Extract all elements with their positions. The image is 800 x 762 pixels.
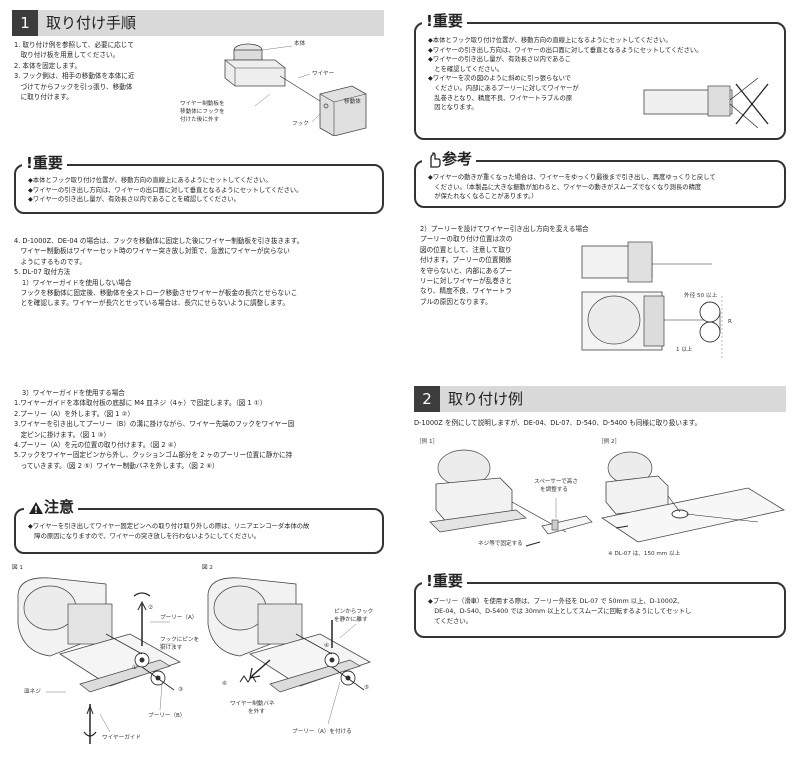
fig1-wire-guide: ワイヤーガイド	[102, 735, 141, 741]
pulley-position-diagram: 外径 50 以上 1 以上 R	[572, 236, 786, 360]
spacer-label: スペーサーで高さ	[534, 479, 578, 485]
marker-4: ④	[324, 643, 330, 649]
pulley-note: 2）プーリーを設けてワイヤー引き出し方向を変える場合 プーリーの取り付け位置は次…	[420, 225, 589, 306]
dim-min-gap: 1 以上	[676, 347, 693, 353]
mounting-diagram: 本体 ワイヤー 移動体 フック	[180, 36, 380, 136]
brake-label: ワイヤー制動板を 移動体にフックを 付けた後に外す	[180, 101, 225, 123]
notice-item: ください。内部にあるプーリーに対してワイヤーが	[428, 84, 579, 92]
fig2-pulley-a: プーリー（A）を付ける	[292, 729, 352, 735]
exclamation-icon: !	[26, 154, 33, 172]
notice-item: ◆ワイヤーの引き出し方向は、ワイヤーの出口面に対して垂直となるようにセットしてく…	[428, 46, 703, 54]
fig1-pulley-a: プーリー（A）	[160, 615, 198, 621]
notice-item: とを確認してください。	[428, 65, 504, 73]
notice-caution: 注意 ◆ワイヤーを引き出してワイヤー固定ピンへの取り付け取り外しの際は、リニアエ…	[14, 497, 384, 554]
notice-item: ◆本体とフック取り付け位置が、移動方向の直線上になるようにセットしてください。	[428, 37, 672, 44]
notice-item: ◆ワイヤーの引き出し方向は、ワイヤーの出口面に対して垂直となるようにセットしてく…	[28, 186, 303, 194]
example-1-label: ［例 1］	[416, 439, 439, 445]
notice-important-left: !重要 ◆本体とフック取り付け位置が、移動方向の直線上にあるようにセットしてくだ…	[14, 153, 384, 214]
label-wire: ワイヤー	[312, 71, 335, 77]
notice-item: ◆ワイヤーの引き出し量が、有効長さ以内であるこ	[428, 56, 571, 64]
step-line: 2. 本体を固定します。	[14, 61, 82, 70]
step-line: 1. 取り付け例を参照して、必要に応じて	[14, 41, 134, 49]
example-2: ［例 2］ ※ DL-07 は、150 mm 以上	[598, 438, 788, 562]
marker-5: ⑤	[364, 685, 370, 691]
warning-triangle-icon	[28, 501, 44, 515]
marker-1: ①	[132, 665, 138, 671]
step-5-guide: 3）ワイヤーガイドを使用する場合 1.ワイヤーガイドを本体取付板の底部に M4 …	[14, 389, 295, 470]
figure-1-label: 図 1	[12, 565, 23, 571]
pointing-hand-icon	[426, 151, 442, 168]
section-1-title: 取り付け手順	[46, 14, 137, 32]
notice-reference: 参考 ◆ワイヤーの動きが重くなった場合は、ワイヤーをゆっくり最後まで引き出し、再…	[414, 149, 786, 208]
figure-2: 図 2 ピンからフック を静かに離す ワイヤー制動バネ を外す プーリー（A）を…	[202, 565, 374, 735]
label-hook: フック	[292, 121, 309, 127]
label-moving-body: 移動体	[344, 99, 361, 105]
notice-heading: !重要	[422, 571, 467, 591]
fig2-brake-spring: ワイヤー制動バネ	[230, 701, 275, 707]
step-5-sub1: 1）ワイヤーガイドを使用しない場合	[22, 278, 132, 287]
figure-1: 図 1 プーリー（A） フックにピンを 掛けます プーリー（B） 皿	[12, 565, 200, 744]
caution-heading: 注意	[24, 497, 79, 517]
step-line: 3. フック側は、相手の移動体を本体に近	[14, 72, 135, 81]
marker-3: ③	[178, 687, 184, 693]
example-2-label: ［例 2］	[598, 439, 621, 445]
section-2-title: 取り付け例	[448, 390, 524, 408]
section-2-number: 2	[414, 386, 440, 412]
notice-heading: !重要	[422, 11, 467, 31]
section-2-intro: D-1000Z を例にして説明しますが、DE-04、DL-07、D-540、D-…	[414, 419, 702, 427]
example-1: ［例 1］ スペーサーで高さ を調整する ネジ等で固定する	[416, 438, 596, 562]
step-5-sub3: 3）ワイヤーガイドを使用する場合	[22, 389, 125, 397]
step-line: 取り付け板を用意してください。	[14, 51, 120, 60]
step-line: に取り付けます。	[14, 93, 73, 102]
figure-2-label: 図 2	[202, 565, 213, 571]
section-1-header: 1 取り付け手順	[12, 10, 384, 36]
section-1-number: 1	[12, 10, 38, 36]
step-line: づけてからフックを引っ張り、移動体	[14, 82, 133, 91]
notice-item: 因となります。	[428, 104, 478, 112]
notice-important-bottom: !重要 ◆プーリー（滑車）を使用する際は、プーリー外径を DL-07 で 50m…	[414, 571, 786, 638]
fig2-pin-hook: ピンからフック	[334, 609, 374, 615]
marker-6: ⑥	[222, 681, 228, 687]
fig1-screw: 皿ネジ	[24, 689, 41, 695]
notice-important-right: !重要 ◆本体とフック取り付け位置が、移動方向の直線上になるようにセットしてくだ…	[414, 11, 786, 140]
fig1-hook-pin: フックにピンを	[160, 637, 200, 643]
notice-item: ◆ワイヤーを次の図のように斜めに引っ張らないで	[428, 75, 571, 83]
exclamation-icon: !	[426, 572, 433, 590]
step-5-title: 5. DL-07 取付方法	[14, 268, 71, 277]
notice-heading: !重要	[22, 153, 67, 173]
marker-2: ②	[148, 605, 154, 611]
label-body: 本体	[294, 41, 306, 47]
notice-item: ◆ワイヤーの引き出し量が、有効長さ以内であることを確認してください。	[28, 196, 240, 204]
notice-item: ◆本体とフック取り付け位置が、移動方向の直線上にあるようにセットしてください。	[28, 177, 272, 184]
dim-r: R	[728, 319, 732, 325]
dl07-note: ※ DL-07 は、150 mm 以上	[608, 551, 681, 557]
reference-heading: 参考	[422, 149, 477, 169]
pulley-note-title: 2）プーリーを設けてワイヤー引き出し方向を変える場合	[420, 225, 589, 233]
dim-outer-diameter: 外径 50 以上	[684, 293, 718, 299]
fig1-pulley-b: プーリー（B）	[148, 713, 186, 719]
section-2-header: 2 取り付け例	[414, 386, 786, 412]
diagonal-pull-diagram	[638, 74, 778, 134]
exclamation-icon: !	[426, 12, 433, 30]
step-4: 4. D-1000Z、DE-04 の場合は、フックを移動体に固定した後にワイヤー…	[14, 237, 304, 308]
screw-fix-label: ネジ等で固定する	[478, 541, 523, 547]
steps-1-3: 1. 取り付け例を参照して、必要に応じて 取り付け板を用意してください。 2. …	[14, 40, 134, 102]
notice-item: 乱巻きとなり、精度不良、ワイヤートラブルの原	[428, 94, 573, 102]
